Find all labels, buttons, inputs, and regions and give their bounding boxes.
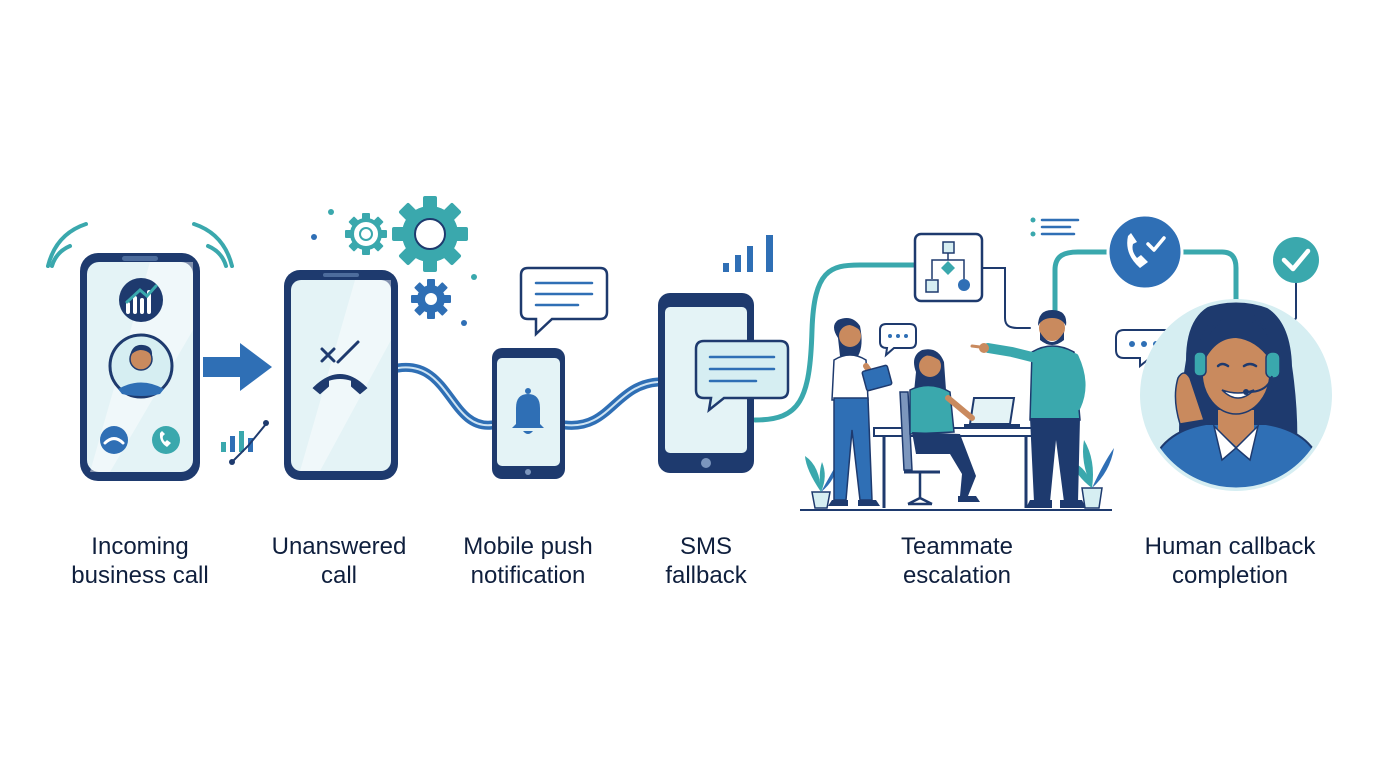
typing-bubble-icon (879, 323, 917, 358)
step-incoming-phone (46, 222, 234, 481)
ring-waves-right-icon (192, 222, 234, 268)
phone-check-badge-icon (1106, 213, 1184, 291)
step-label-sms: SMS fallback (665, 533, 747, 589)
answer-call-icon (152, 426, 180, 454)
connector-team-to-callback (1052, 249, 1111, 333)
step-label-callback: Human callback completion (1144, 533, 1316, 589)
pointing-teammate (970, 310, 1086, 508)
laptop-icon (964, 397, 1020, 428)
step-label-unanswered: Unanswered call (271, 533, 407, 589)
seated-teammate-at-laptop (899, 349, 980, 506)
arrow-right-icon (203, 343, 272, 391)
connector-push-to-sms (560, 377, 663, 430)
sms-bubble-icon (694, 339, 790, 414)
connector-sms-to-team (752, 262, 918, 423)
connector-phone-to-headset (1179, 249, 1239, 303)
connector-unanswered-to-push-inner (397, 366, 493, 427)
notification-bubble-icon (519, 266, 609, 337)
step-teammate-escalation (800, 217, 1114, 511)
ring-waves-left-icon (46, 222, 88, 268)
large-gear-icon (392, 196, 468, 272)
connector-push-to-sms-inner (564, 381, 659, 427)
standing-teammate-with-tablet (828, 318, 893, 506)
medium-gear-icon (411, 279, 451, 319)
small-gear-icon (345, 213, 387, 255)
step-push-phone (492, 266, 609, 479)
caller-avatar-icon (108, 333, 174, 399)
bell-icon (512, 388, 544, 434)
flow-connectors (393, 249, 1297, 430)
list-icon (1030, 217, 1080, 237)
settings-gears-icon (311, 196, 477, 326)
connector-unanswered-to-push (393, 362, 497, 430)
missed-call-icon (312, 340, 368, 395)
step-human-callback (1106, 213, 1332, 491)
mini-chart-icon (221, 420, 269, 465)
workflow-chart-icon (913, 232, 984, 303)
analytics-logo-icon (119, 278, 163, 322)
step-label-incoming: Incoming business call (71, 533, 209, 589)
step-label-escalation: Teammate escalation (900, 533, 1014, 589)
signal-bars-icon (723, 235, 773, 272)
decline-call-icon (100, 426, 128, 454)
check-badge-icon (1273, 237, 1319, 283)
step-label-push: Mobile push notification (463, 533, 593, 589)
connector-workflow-to-team (981, 267, 1031, 329)
step-sms-phone (658, 235, 790, 473)
step-unanswered-phone (284, 270, 398, 480)
